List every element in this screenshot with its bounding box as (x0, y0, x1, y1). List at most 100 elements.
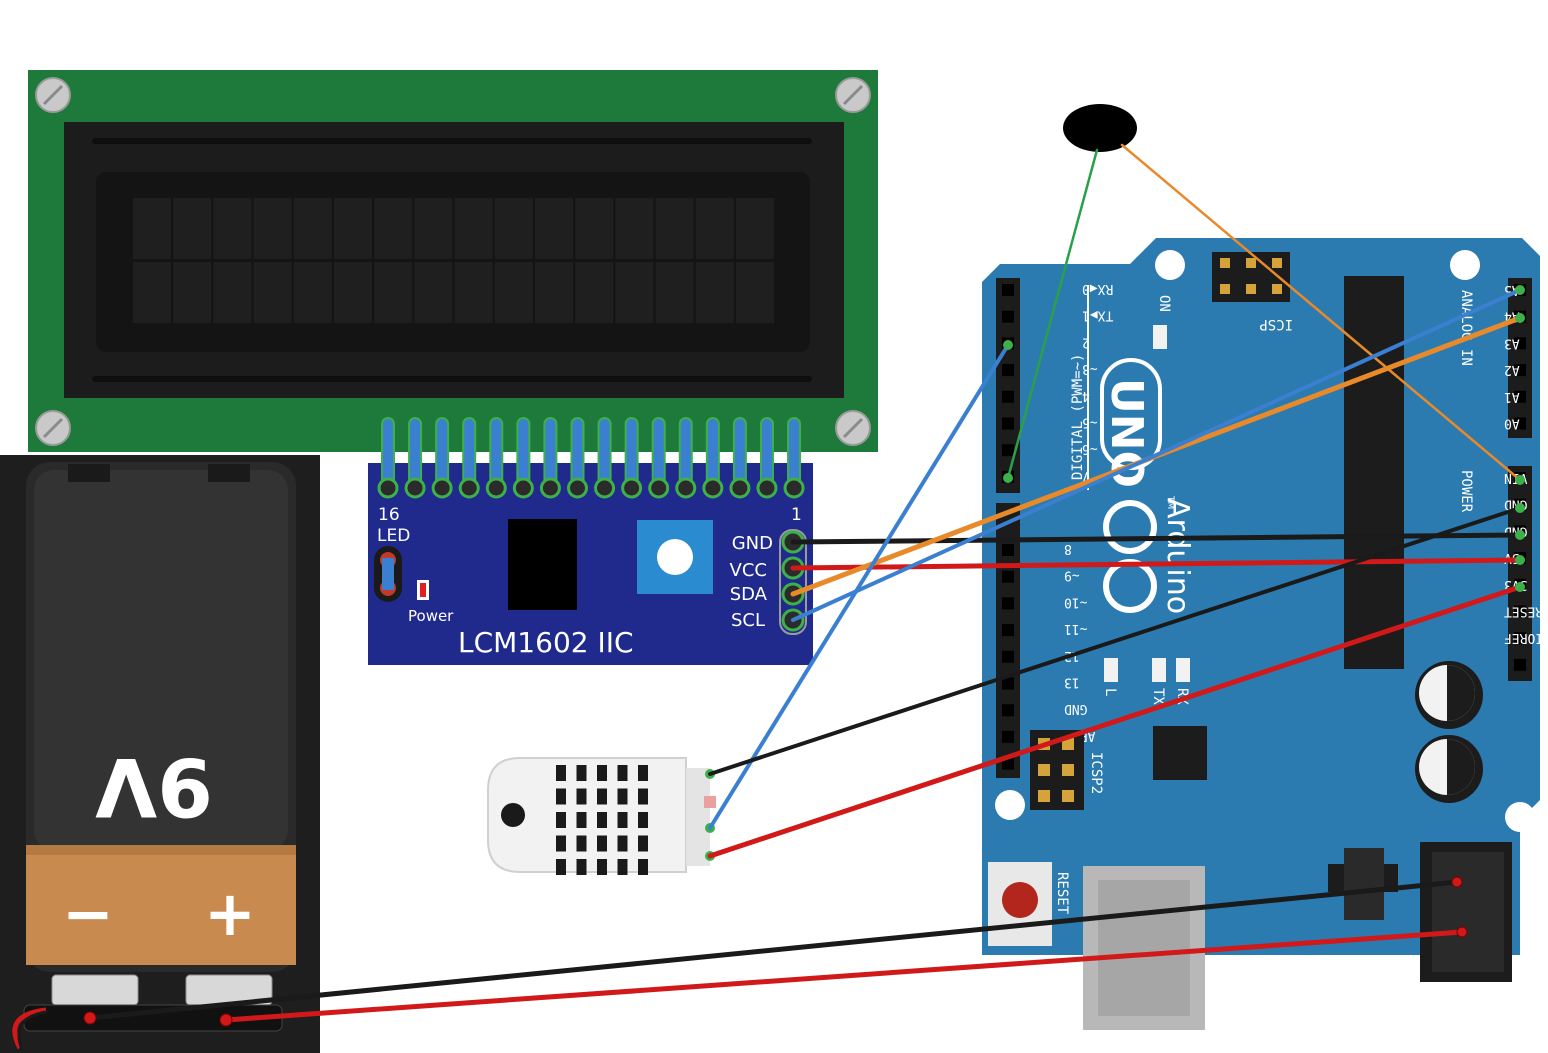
pin-label: A2 (1504, 362, 1520, 377)
grille-slot (576, 788, 587, 805)
grille-slot (576, 859, 587, 875)
mount-hole (1155, 250, 1185, 280)
lcd-pin-legs (377, 417, 805, 499)
wire-blue-sensor[interactable] (708, 343, 1010, 830)
header-socket[interactable] (1514, 364, 1526, 377)
pin-label: ~11 (1064, 621, 1087, 636)
header-socket[interactable] (1002, 570, 1014, 583)
battery-terminal-negative[interactable] (51, 974, 139, 1006)
wire-green[interactable] (1006, 148, 1099, 480)
grille-slot (617, 765, 628, 781)
header-socket[interactable] (1002, 544, 1014, 556)
header-socket[interactable] (1002, 417, 1014, 430)
lcd-pin-pad[interactable] (458, 477, 480, 499)
header-socket[interactable] (1514, 632, 1526, 645)
wire-black-gnd[interactable] (790, 532, 1523, 545)
power-label: POWER (1458, 470, 1474, 513)
header-socket[interactable] (1514, 390, 1526, 403)
header-socket[interactable] (1002, 310, 1014, 323)
pin-label: ~5 (1082, 415, 1098, 430)
pin-label: 8 (1064, 541, 1072, 556)
module-label: LCM1602 IIC (458, 626, 634, 659)
header-socket[interactable] (1002, 624, 1014, 637)
lcd-pin-pad[interactable] (485, 477, 507, 499)
header-socket[interactable] (1514, 337, 1526, 350)
regulator-chip (1153, 726, 1207, 780)
led-rx (1176, 658, 1190, 682)
lcd-char-cell (615, 198, 654, 259)
header-socket[interactable] (1002, 597, 1014, 610)
lcd-char-cell (695, 198, 734, 259)
power-label: Power (408, 607, 454, 625)
header-socket[interactable] (1002, 284, 1014, 296)
header-socket[interactable] (1002, 444, 1014, 457)
header-socket[interactable] (1514, 658, 1526, 671)
grille-slot (556, 788, 566, 805)
header-socket[interactable] (1002, 390, 1014, 403)
lcd-pin-pad[interactable] (729, 477, 751, 499)
lcd-pin-pad[interactable] (431, 477, 453, 499)
uno-label: UNO (1101, 378, 1152, 488)
lcd-char-cell (454, 198, 493, 259)
wire-orange-thin[interactable] (1120, 143, 1522, 482)
lcd-char-cell (655, 262, 694, 323)
lcd-char-cell (293, 198, 332, 259)
led-l-label: L (1102, 688, 1118, 696)
lcd-pin-pad[interactable] (675, 477, 697, 499)
header-socket[interactable] (1514, 417, 1526, 430)
header-socket[interactable] (1514, 605, 1526, 618)
lcd-char-cell (535, 262, 573, 323)
header-socket[interactable] (1002, 364, 1014, 377)
wire-black-battery[interactable] (87, 879, 1460, 1021)
grille-slot (576, 812, 587, 828)
grille-slot (556, 859, 566, 875)
digital-label: DIGITAL (PWM=~) (1070, 354, 1086, 480)
lcd-pin-pad[interactable] (783, 477, 805, 499)
wire-blue-scl[interactable] (791, 288, 1522, 622)
grille-slot (556, 812, 566, 828)
header-socket[interactable] (1002, 730, 1014, 743)
on-label: ON (1156, 295, 1172, 312)
lcd-pin-pad[interactable] (404, 477, 426, 499)
lcd-pin-pad[interactable] (512, 477, 534, 499)
grille-slot (617, 812, 628, 828)
lcd-pin-pad[interactable] (377, 477, 399, 499)
grille-slot (638, 788, 648, 805)
battery-band (26, 845, 296, 965)
grille-slot (638, 835, 648, 852)
i2c-backpack: 16 1 LED Power LCM1602 IIC GND VCC SDA S… (368, 417, 813, 665)
digital-header-top (996, 278, 1020, 493)
arduino-uno: RX◀0TX▶12~34~5~678~9~10~111213GNDAREF DI… (982, 238, 1543, 1030)
lcd-char-cell (133, 198, 171, 259)
lcd-pin-pad[interactable] (648, 477, 670, 499)
lcd-char-cell (414, 198, 453, 259)
wire-endpoints (83, 285, 1525, 1027)
wires (87, 143, 1523, 1023)
lcd-pin-pad[interactable] (756, 477, 778, 499)
grille-slot (597, 765, 607, 781)
grille-slot (556, 835, 566, 852)
wire-red-battery[interactable] (223, 929, 1465, 1023)
battery-minus-label: − (62, 877, 114, 950)
reset-label: RESET (1054, 872, 1070, 915)
lcd-char-cell (374, 262, 413, 323)
wire-red-sensor[interactable] (707, 584, 1523, 859)
pin-label: TX▶1 (1082, 308, 1113, 323)
lcd-pin-pad[interactable] (566, 477, 588, 499)
battery-voltage-label: 9V (95, 740, 213, 833)
grille-slot (617, 859, 628, 875)
lcd-pin-pad[interactable] (539, 477, 561, 499)
wire-black-sensor[interactable] (708, 506, 1522, 776)
lcd-char-cell (575, 198, 614, 259)
grille-slot (597, 835, 607, 852)
header-socket[interactable] (1002, 704, 1014, 717)
lcd-pin-pad[interactable] (594, 477, 616, 499)
header-socket[interactable] (1002, 650, 1014, 663)
icsp-label: ICSP (1259, 316, 1293, 332)
lcd-char-cell (173, 198, 212, 259)
lcd-pin-pad[interactable] (621, 477, 643, 499)
lcd-pin-pad[interactable] (702, 477, 724, 499)
header-socket[interactable] (1002, 677, 1014, 690)
sensor-mount-hole (501, 803, 525, 827)
